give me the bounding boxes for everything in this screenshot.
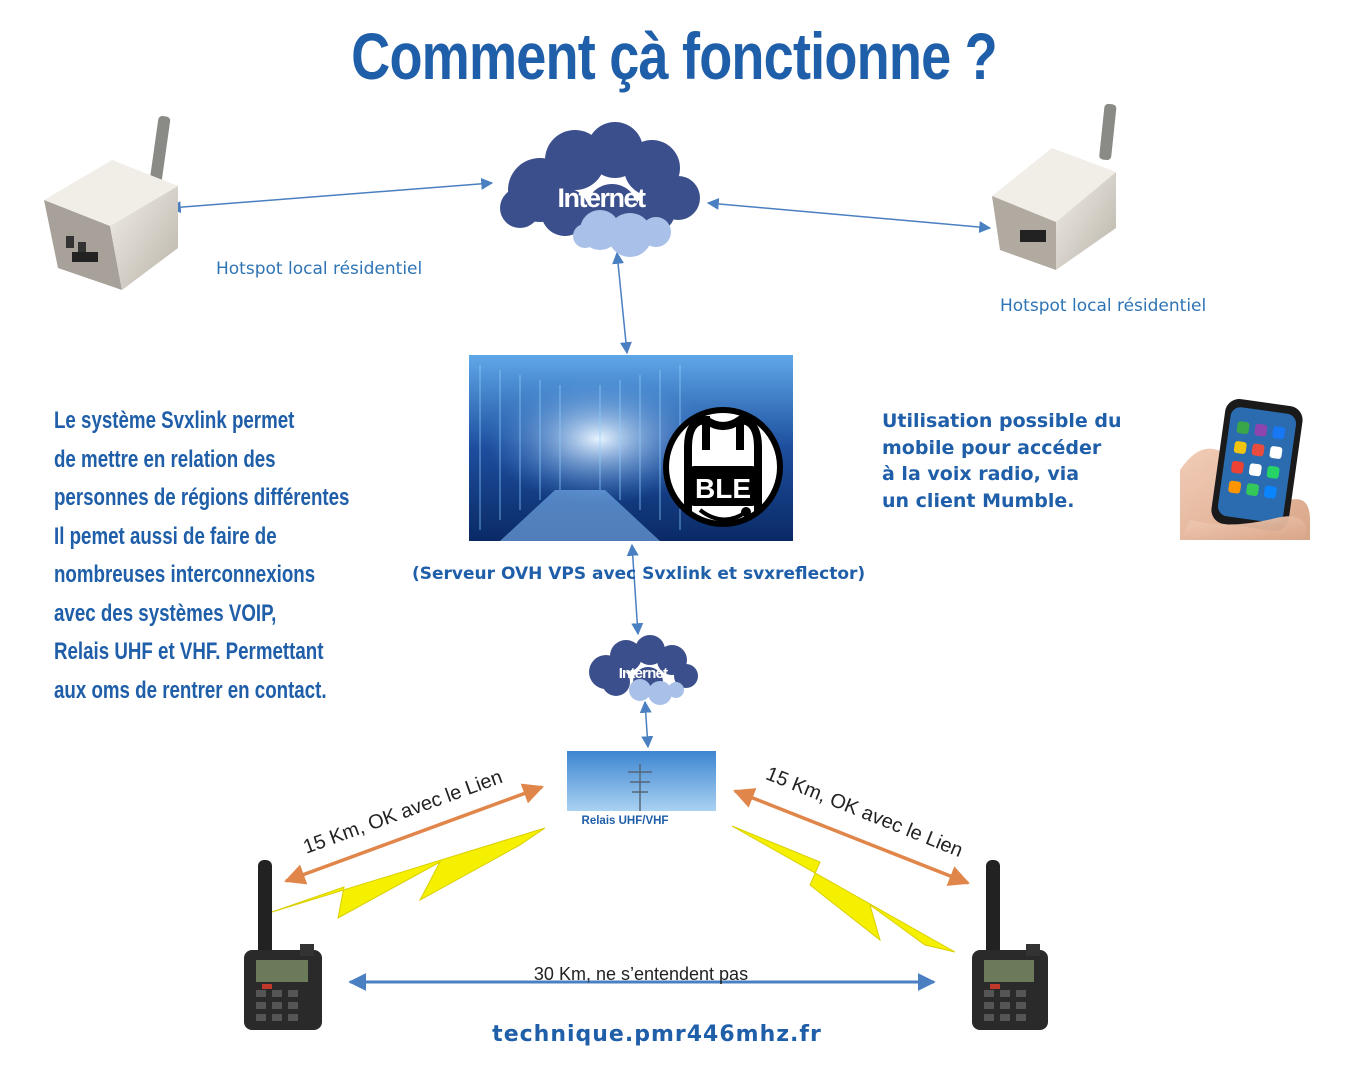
link-internet-right-hotspot [706, 197, 992, 234]
internet-small-label: Internet [619, 665, 668, 682]
mobile-line: un client Mumble. [882, 489, 1075, 512]
link-left-hotspot-internet [168, 177, 494, 214]
mobile-line: à la voix radio, via [882, 463, 1080, 485]
footer-website: technique.pmr446mhz.fr [492, 1022, 822, 1047]
description-line: aux oms de rentrer en contact. [54, 676, 327, 704]
internet-top-label: Internet [557, 183, 646, 213]
mobile-line: Utilisation possible du [882, 410, 1122, 432]
server-caption: (Serveur OVH VPS avec Svxlink et svxrefl… [412, 564, 866, 584]
page-title: Comment çà fonctionne ? [351, 19, 997, 93]
hotspot-left-label: Hotspot local résidentiel [216, 259, 423, 279]
description-line: Il pemet aussi de faire de [54, 522, 277, 550]
internet-cloud-top [500, 122, 700, 257]
description-line: Le système Svxlink permet [54, 407, 295, 434]
smartphone-hand-image [1180, 398, 1310, 540]
walkie-talkie-left [244, 860, 322, 1030]
link-internet-small-relay [639, 700, 654, 749]
description-line: Relais UHF et VHF. Permettant [54, 638, 324, 665]
radio-link-bolt-right [731, 825, 956, 953]
relay-label: Relais UHF/VHF [582, 815, 669, 827]
range-label-bottom: 30 Km, ne s’entendent pas [534, 964, 748, 984]
description-line: avec des systèmes VOIP, [54, 599, 277, 627]
internet-cloud-small [589, 635, 698, 705]
hotspot-right-device [992, 103, 1117, 270]
description-line: personnes de régions différentes [54, 484, 350, 511]
link-server-internet-small [626, 543, 644, 636]
relay-antenna-image [567, 751, 716, 833]
walkie-talkie-right [972, 860, 1048, 1030]
description-line: de mettre en relation des [54, 445, 276, 473]
svxlink-description: Le système Svxlink permet de mettre en r… [54, 402, 350, 710]
mumble-logo-text: BLE [695, 473, 751, 504]
range-arrow-left [284, 783, 544, 885]
hotspot-right-label: Hotspot local résidentiel [1000, 296, 1207, 316]
range-arrow-right [733, 788, 970, 886]
mobile-line: mobile pour accéder [882, 436, 1102, 459]
mobile-description: Utilisation possible du mobile pour accé… [882, 408, 1152, 514]
description-line: nombreuses interconnexions [54, 561, 316, 588]
radio-link-bolt-left [271, 827, 546, 919]
hotspot-left-device [44, 116, 178, 290]
link-internet-server [612, 251, 632, 355]
mumble-logo: BLE [663, 407, 783, 527]
